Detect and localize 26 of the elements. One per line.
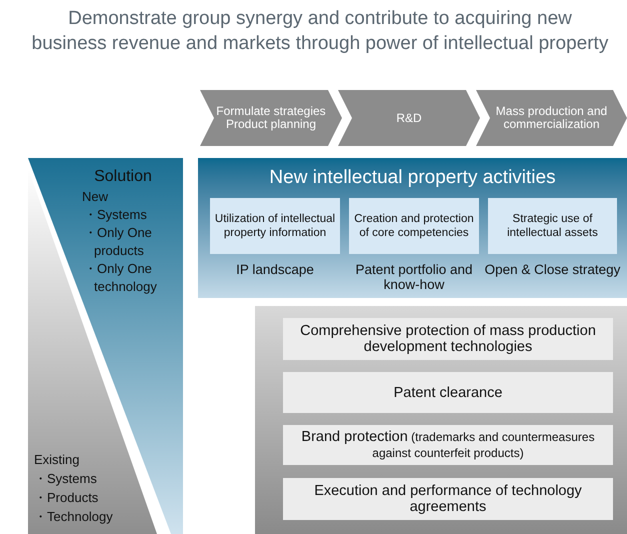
protection-box: Patent clearance — [283, 372, 613, 413]
activity-box: Strategic use of intellectual assets — [488, 198, 617, 254]
list-item: ・Systems — [84, 206, 147, 224]
step-label: Formulate strategies Product planning — [215, 105, 327, 131]
list-item: ・Products — [34, 489, 98, 507]
panel-heading: Solution — [94, 167, 152, 187]
activities-panel — [198, 158, 627, 298]
activity-caption: Open & Close strategy — [484, 262, 621, 277]
activity-caption: Patent portfolio and know-how — [354, 262, 474, 292]
activity-caption: IP landscape — [235, 262, 315, 277]
protection-box: Brand protection (trademarks and countermeasures against counterfeit products) — [283, 425, 613, 465]
protection-box: Execution and performance of technology agreements — [283, 478, 613, 520]
list-item: ・Systems — [34, 470, 97, 488]
step-label: Mass production and commercialization — [494, 105, 608, 131]
list-item: ・Only One products — [84, 224, 153, 260]
group-label: New — [82, 188, 108, 206]
list-item: ・Technology — [34, 508, 113, 526]
list-item: ・Only One technology — [84, 260, 158, 296]
activity-box: Creation and protection of core competencies — [349, 198, 479, 254]
protection-box: Comprehensive protection of mass production development technologies — [283, 318, 613, 360]
step-label: R&D — [395, 112, 423, 124]
group-label: Existing — [34, 451, 80, 469]
panel-heading: New intellectual property activities — [268, 166, 557, 190]
protection-panel — [255, 306, 627, 534]
diagram-title: Demonstrate group synergy and contribute to acquiring new business revenue and markets through power of intellectual property — [30, 7, 610, 56]
activity-box: Utilization of intellectual property information — [210, 198, 340, 254]
